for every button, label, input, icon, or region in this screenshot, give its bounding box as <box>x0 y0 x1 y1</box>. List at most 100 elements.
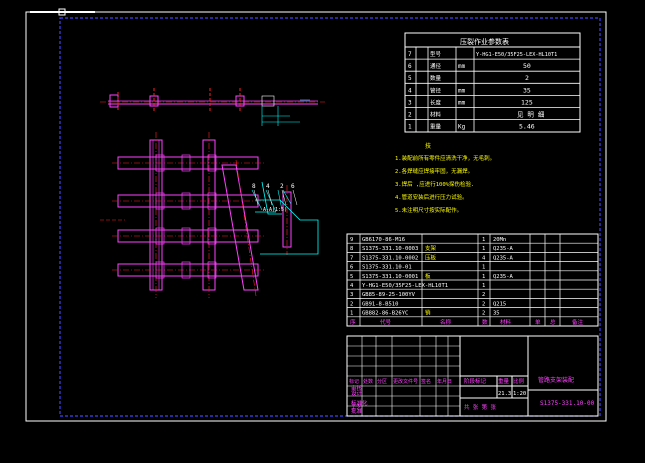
revision-header-cell: 处数 <box>363 378 373 385</box>
bom-row-no: 6 <box>350 265 353 271</box>
note-line: 2.各焊缝应焊接牢固，无漏焊。 <box>395 167 473 175</box>
weight-value: 21.3 <box>498 391 511 397</box>
param-row-name: 型号 <box>430 50 442 58</box>
bom-row-name: 销 <box>425 309 431 317</box>
clamp-block <box>155 261 165 279</box>
signature-role: 工艺 <box>351 404 363 411</box>
param-row-name: 长度 <box>430 98 442 106</box>
bom-row-no: 1 <box>350 311 353 317</box>
part-balloon: 2 <box>280 183 284 190</box>
param-row-unit: mm <box>458 63 466 70</box>
bom-row-qty: 1 <box>482 265 485 271</box>
clamp-block <box>207 192 217 210</box>
bom-row-qty: 2 <box>482 311 485 317</box>
bom-header-cell: 代号 <box>380 318 392 326</box>
param-row-name: 数量 <box>430 74 442 82</box>
param-row-name: 管径 <box>430 86 442 94</box>
bom-row-material: Q215 <box>493 301 506 307</box>
signature-role: 设计 <box>351 389 363 397</box>
bom-row-qty: 1 <box>482 246 485 252</box>
inner-frame-border <box>59 17 601 417</box>
scale-label: 比例 <box>513 377 525 385</box>
revision-header-cell: 分区 <box>377 378 387 385</box>
bom-row-qty: 1 <box>482 237 485 243</box>
std-label: 标准化 <box>351 399 368 407</box>
bom-row-code: GB91-8-B510 <box>362 301 398 307</box>
param-row-unit: mm <box>458 99 466 106</box>
bom-header-cell: 材料 <box>500 318 512 326</box>
detail-label: A-A(1:5) <box>263 207 287 213</box>
bom-row-name: 压板 <box>425 253 437 261</box>
title-block: 标记处数分区更改文件号签名年月日 设计审核工艺 标准化 批准 阶段标记 重量 比… <box>346 335 599 417</box>
bom-row-code: S1375-331.10-0001 <box>362 274 418 280</box>
revision-header-cell: 更改文件号 <box>393 378 418 385</box>
param-row-value: Y-HG1-E50/35F25-LEX-HL10T1 <box>476 52 557 58</box>
bom-row-code: GB6170-86-M16 <box>362 237 405 243</box>
param-table-title: 压裂作业参数表 <box>460 37 509 46</box>
balloon-leader <box>267 189 273 206</box>
param-row-value: 50 <box>523 62 531 70</box>
param-row-value: 见 明 细 <box>517 110 545 119</box>
revision-header-cell: 签名 <box>421 378 431 385</box>
clamp-block <box>181 154 191 172</box>
bom-row-code: GB85-89-25-100YV <box>362 292 416 298</box>
clamp-block <box>207 227 217 245</box>
bom-row-qty: 4 <box>482 255 486 261</box>
clamp-block <box>155 154 165 172</box>
param-row-unit: Kg <box>458 124 466 131</box>
bom-row-no: 2 <box>350 301 353 307</box>
param-table: 压裂作业参数表 7 型号 Y-HG1-E50/35F25-LEX-HL10T1 6 通径… <box>404 32 581 133</box>
bom-row-material: 35 <box>493 311 500 317</box>
bom-row-no: 9 <box>350 237 353 243</box>
note-line: 5.未注明尺寸按实际配作。 <box>395 206 462 214</box>
param-row-value: 125 <box>521 98 533 106</box>
revision-header-cell: 标记 <box>349 378 359 385</box>
bom-row-code: GB882-86-B26YC <box>362 311 408 317</box>
bom-row-no: 8 <box>350 246 353 252</box>
param-row-no: 3 <box>408 99 412 106</box>
bom-row-code: Y-HG1-E50/35F25-LEX-HL10T1 <box>362 283 448 289</box>
bom-row-qty: 1 <box>482 274 485 280</box>
param-row-value: 35 <box>523 86 531 94</box>
param-row-value: 2 <box>525 74 529 82</box>
bom-header-cell: 名称 <box>440 318 452 326</box>
grip-marker[interactable] <box>58 8 66 16</box>
bom-header-cell: 单 <box>535 318 541 326</box>
bom-header-cell: 总 <box>550 318 556 326</box>
bom-row-qty: 2 <box>482 292 485 298</box>
balloon-leader <box>253 189 259 206</box>
bom-row-code: S1375-331.10-0003 <box>362 246 418 252</box>
param-row-name: 通径 <box>430 62 442 70</box>
bom-row-name: 板 <box>425 272 431 280</box>
clamp-block <box>181 261 191 279</box>
weight-label: 重量 <box>498 377 510 385</box>
balloon-leader <box>292 189 298 206</box>
approve-label: 批准 <box>351 407 363 415</box>
signature-role: 审核 <box>351 384 363 392</box>
bom-row-code: S1375-331.10-01 <box>362 265 412 271</box>
note-line: 4.管道安装后进行压力试验。 <box>395 193 468 201</box>
param-row-no: 7 <box>408 51 412 58</box>
param-row-no: 1 <box>408 124 412 131</box>
part-balloon: 6 <box>291 183 295 190</box>
clamp-block <box>207 154 217 172</box>
bom-row-material: 20Mn <box>493 237 506 243</box>
bom-row-no: 3 <box>350 292 353 298</box>
param-row-no: 6 <box>408 63 412 70</box>
part-balloon: 4 <box>266 183 270 190</box>
param-row-no: 5 <box>408 75 412 82</box>
param-row-name: 材料 <box>430 111 442 119</box>
param-row-no: 2 <box>408 112 412 119</box>
bom-row-material: Q235-A <box>493 246 514 252</box>
note-line: 1.装配前所有零件应清洗干净，无毛刺。 <box>395 154 495 162</box>
balloon-leader <box>281 189 287 206</box>
bom-row-no: 4 <box>350 283 354 289</box>
bom-row-qty: 2 <box>482 301 485 307</box>
drawing-number: S1375-331.10-00 <box>540 400 595 407</box>
stage-label: 阶段标记 <box>464 377 487 385</box>
param-row-unit: mm <box>458 87 466 94</box>
param-row-no: 4 <box>408 87 412 94</box>
